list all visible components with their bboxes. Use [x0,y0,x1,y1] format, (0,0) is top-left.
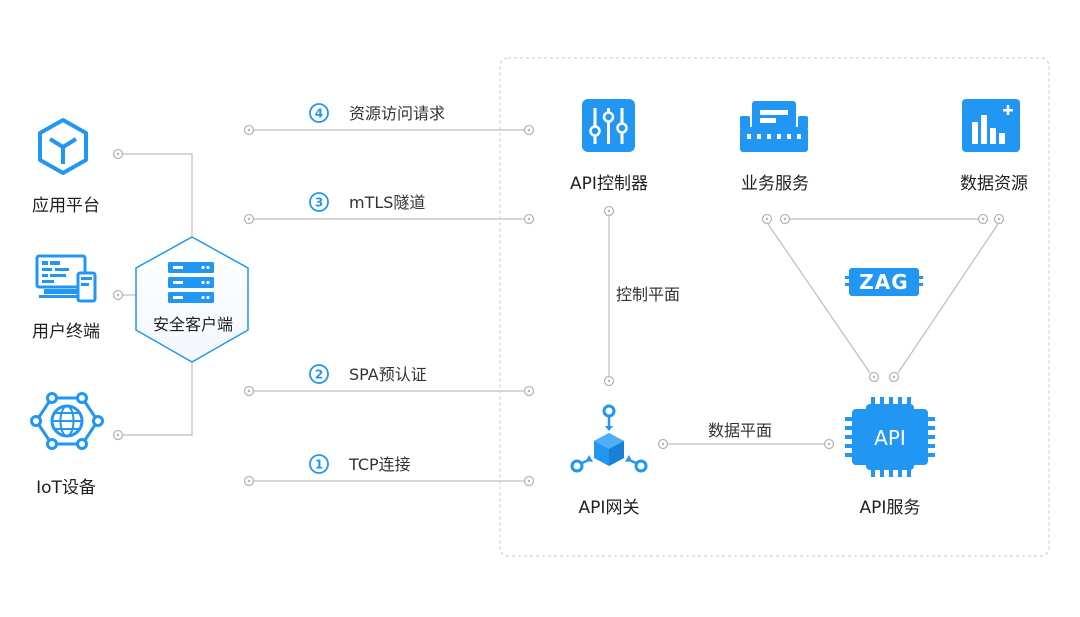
node-label-business-service: 业务服务 [741,174,809,194]
bar-chart-plus-icon [962,99,1020,152]
secure-client-hexagon [135,236,249,363]
zag-badge-tab [919,283,923,286]
flow-number-circle-4 [309,103,329,123]
flow-number-circle-1 [309,454,329,474]
zag-badge: ZAG [849,268,919,296]
flow-number-circle-3 [309,192,329,212]
gateway-cube-icon [570,404,648,473]
zag-badge-tab [845,276,849,279]
data-plane-label: 数据平面 [708,421,773,440]
api-chip-text: API [874,426,906,450]
control-plane-label: 控制平面 [616,285,681,304]
flow-number-2: 2 [315,368,323,382]
node-label-api-controller: API控制器 [570,174,648,194]
cube-icon [38,118,88,175]
flow-number-4: 4 [315,107,323,121]
flow-label-3: mTLS隧道 [349,193,426,212]
client-label-iot-device: IoT设备 [36,478,96,498]
node-label-data-resource: 数据资源 [960,174,1028,194]
client-label-app-platform: 应用平台 [32,196,100,216]
flow-number-circle-2 [309,364,329,384]
flow-number-3: 3 [315,196,323,210]
api-chip-icon: API [845,397,935,477]
secure-client-label: 安全客户端 [152,315,234,334]
globe-network-icon [30,392,104,450]
client-label-user-terminal: 用户终端 [32,322,100,342]
flow-label-1: TCP连接 [349,455,411,474]
flow-lines [254,129,524,482]
factory-icon [740,101,808,152]
zag-badge-tab [845,283,849,286]
server-stack-icon [168,262,214,303]
flow-label-4: 资源访问请求 [349,104,446,123]
node-label-api-service: API服务 [859,498,921,518]
server-zone-border [499,57,1050,557]
computer-icon [35,254,97,303]
client-connectors [123,153,193,436]
flow-number-1: 1 [315,458,323,472]
service-to-api-line [767,223,871,374]
zag-badge-tab [919,276,923,279]
endpoint-dots [112,124,1005,487]
data-to-api-line [897,223,999,374]
flow-label-2: SPA预认证 [349,365,427,384]
node-label-api-gateway: API网关 [578,498,640,518]
sliders-icon [582,99,635,152]
